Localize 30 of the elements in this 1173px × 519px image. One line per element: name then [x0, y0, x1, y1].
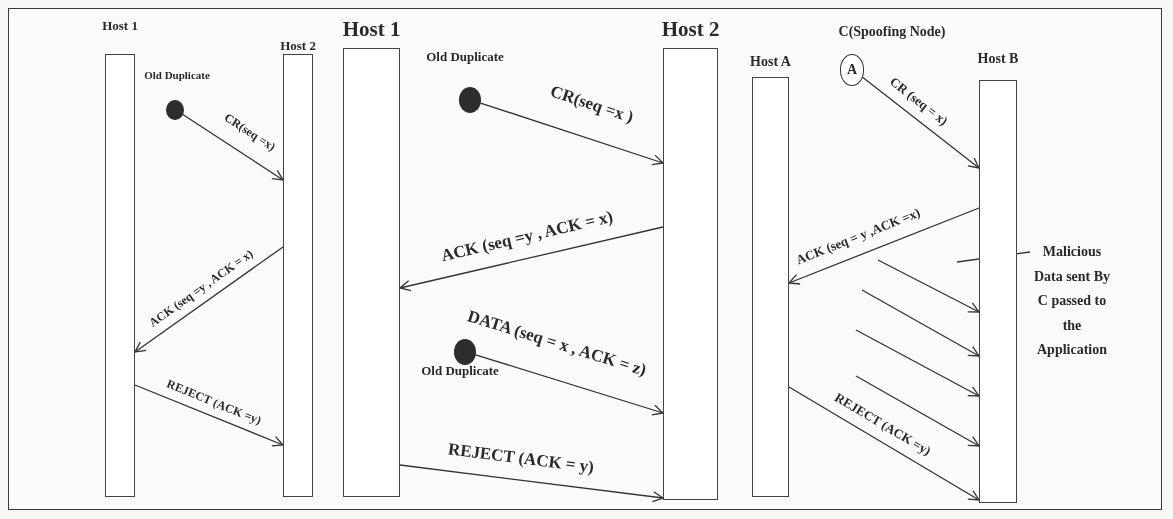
- edge-label: ACK (seq =y , ACK = x): [439, 207, 614, 265]
- arrow: [134, 246, 284, 353]
- arrow: [479, 102, 664, 166]
- arrow: [399, 226, 664, 292]
- host-label: Host A: [750, 55, 791, 69]
- arrow: [399, 464, 664, 503]
- annotation-text: Malicious Data sent By C passed to the Application: [1032, 243, 1112, 359]
- node-label: C(Spoofing Node): [838, 25, 946, 40]
- arrow: [134, 384, 284, 447]
- host-label: Host B: [977, 52, 1019, 66]
- arrow: [788, 386, 980, 501]
- host-label: Host 2: [280, 39, 316, 52]
- edge-label: ACK (seq = y ,ACK =x): [794, 206, 923, 267]
- arrow: [861, 76, 980, 169]
- node-label: Old Duplicate: [426, 50, 504, 64]
- node-letter: A: [846, 63, 858, 77]
- node-label: Old Duplicate: [421, 364, 499, 378]
- arrow: [861, 289, 980, 357]
- host-label: Host 1: [102, 19, 138, 32]
- arrow: [855, 329, 980, 397]
- arrow: [474, 354, 664, 416]
- host-label: Host 1: [342, 19, 401, 40]
- arrow: [877, 259, 980, 313]
- arrow: [855, 375, 980, 447]
- edge-label: CR (seq = x): [887, 74, 950, 127]
- host-label: Host 2: [661, 19, 720, 40]
- arrow: [788, 207, 980, 285]
- edge-label: REJECT (ACK = y): [447, 440, 595, 476]
- arrow: [182, 113, 284, 181]
- node-label: Old Duplicate: [144, 69, 210, 81]
